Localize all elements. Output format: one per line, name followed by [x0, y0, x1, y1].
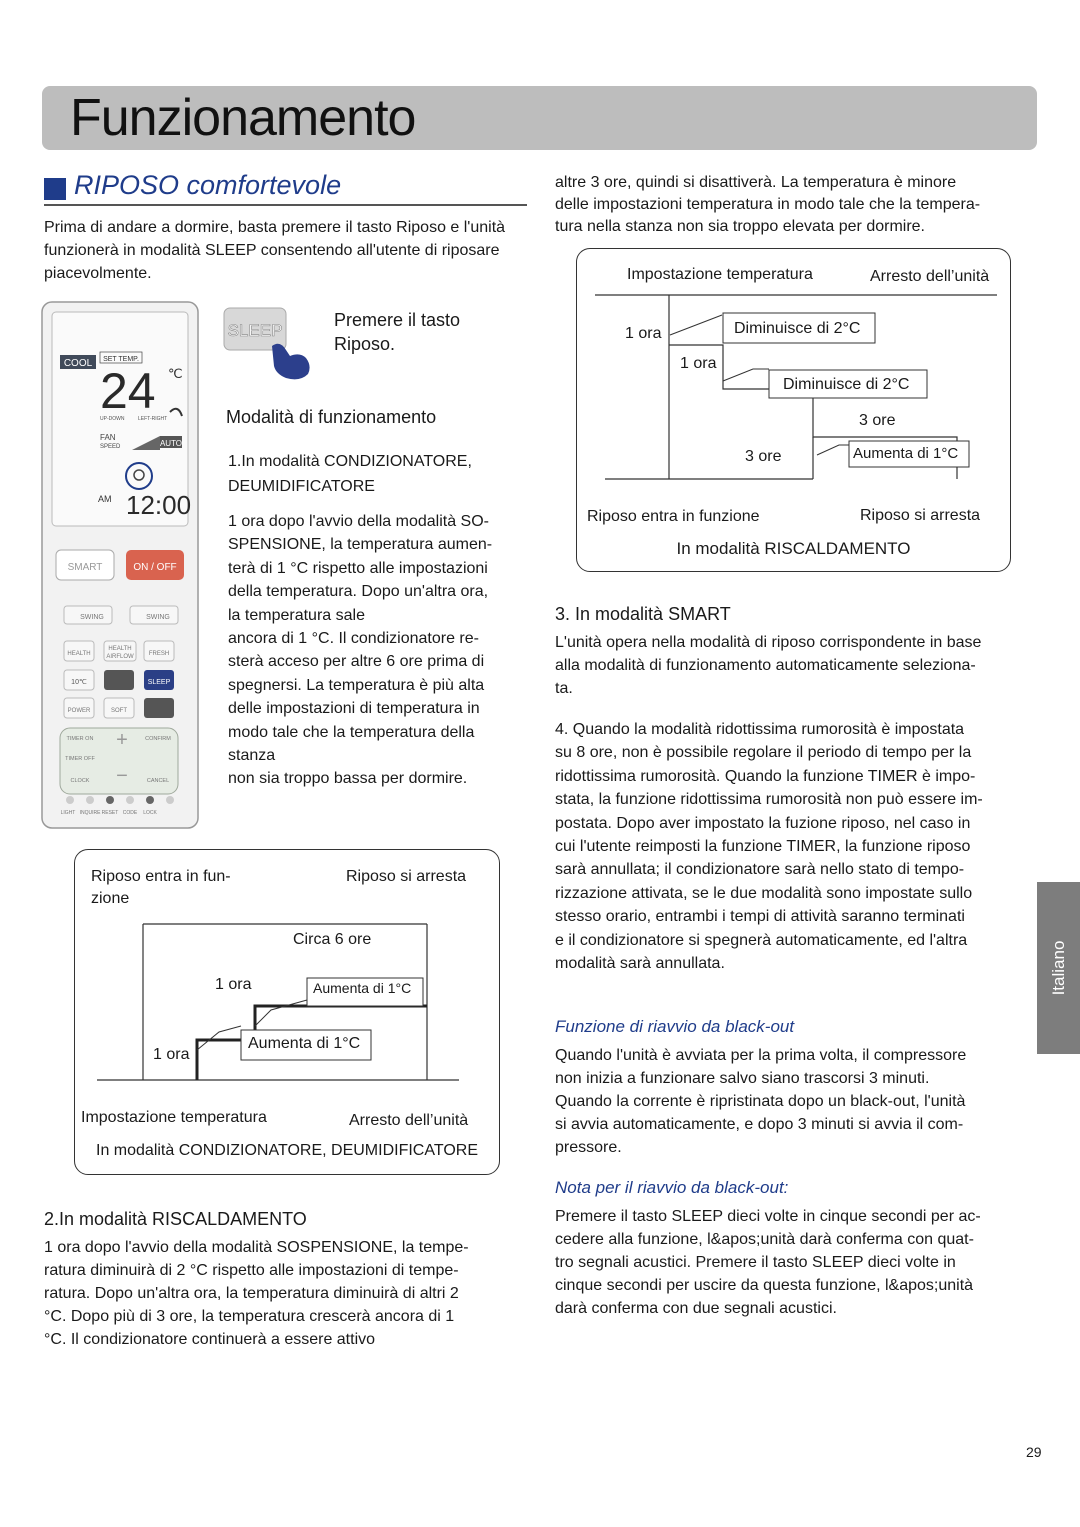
mode-text: COOL — [64, 358, 93, 369]
page-header-banner: Funzionamento — [42, 86, 1037, 150]
svg-text:SWING: SWING — [80, 614, 104, 621]
svg-text:℃: ℃ — [168, 366, 183, 381]
restart-body: Quando l'unità è avviata per la prima vo… — [555, 1047, 967, 1156]
cool-mode-diagram: Riposo entra in fun- zione Riposo si arr… — [74, 849, 500, 1175]
page-title: Funzionamento — [70, 89, 416, 147]
pointing-hand-icon — [272, 343, 310, 380]
language-side-tab: Italiano — [1037, 882, 1080, 1054]
heat-mode-diagram: Impostazione temperatura Arresto dell’un… — [576, 248, 1011, 572]
svg-text:FAN: FAN — [100, 433, 116, 442]
press-instruction-line1: Premere il tasto — [334, 310, 461, 330]
smart-button-label: SMART — [68, 562, 103, 573]
svg-text:HEALTH: HEALTH — [67, 651, 90, 657]
sleep-key-illustration: SLEEP — [223, 307, 310, 380]
section-rule — [44, 204, 527, 206]
mode1-title-line2: DEUMIDIFICATORE — [228, 478, 375, 495]
svg-text:TIMER ON: TIMER ON — [67, 736, 94, 742]
svg-text:AUTO: AUTO — [160, 439, 182, 448]
temperature-display: 24 — [100, 363, 156, 419]
svg-text:CANCEL: CANCEL — [147, 778, 169, 784]
section-marker — [44, 178, 66, 200]
svg-text:INQUIRE: INQUIRE — [80, 810, 102, 816]
svg-text:SWING: SWING — [146, 614, 170, 621]
svg-text:RESET: RESET — [102, 810, 119, 816]
svg-text:CONFIRM: CONFIRM — [145, 736, 171, 742]
mode4-body: 4. Quando la modalità ridottissima rumor… — [555, 721, 983, 973]
language-label: Italiano — [1048, 940, 1068, 996]
clock-display: 12:00 — [126, 490, 191, 520]
sleep-indicator-icon — [125, 462, 153, 490]
mode1-title-line1: 1.In modalità CONDIZIONATORE, — [228, 453, 472, 470]
press-instruction-line2: Riposo. — [334, 334, 396, 354]
svg-text:POWER: POWER — [68, 708, 91, 714]
restart-note-title: Nota per il riavvio da black-out: — [555, 1178, 789, 1197]
sleep-key-label: SLEEP — [228, 321, 283, 340]
svg-text:−: − — [116, 765, 128, 787]
mode2-body: 1 ora dopo l'avvio della modalità SOSPEN… — [44, 1239, 469, 1348]
section-title: RIPOSO comfortevole — [74, 170, 342, 200]
svg-text:CLOCK: CLOCK — [71, 778, 90, 784]
svg-text:SLEEP: SLEEP — [148, 679, 171, 686]
svg-text:AM: AM — [98, 494, 112, 504]
page-number: 29 — [1026, 1444, 1042, 1460]
svg-text:LIGHT: LIGHT — [61, 810, 76, 816]
section-intro: Prima di andare a dormire, basta premere… — [44, 219, 506, 282]
onoff-button-label: ON / OFF — [133, 562, 176, 573]
mode1-body: 1 ora dopo l'avvio della modalità SO- SP… — [228, 513, 493, 788]
restart-title: Funzione di riavvio da black-out — [555, 1017, 795, 1036]
svg-text:AIRFLOW: AIRFLOW — [106, 654, 134, 660]
svg-text:10℃: 10℃ — [71, 679, 87, 686]
svg-text:HEALTH: HEALTH — [108, 646, 131, 652]
right-intro: altre 3 ore, quindi si disattiverà. La t… — [555, 174, 981, 235]
svg-text:UP-DOWN: UP-DOWN — [100, 416, 125, 422]
svg-text:LOCK: LOCK — [143, 810, 157, 816]
mode2-title: 2.In modalità RISCALDAMENTO — [44, 1209, 307, 1229]
mode-badge — [60, 355, 96, 369]
mode3-body: L'unità opera nella modalità di riposo c… — [555, 634, 982, 697]
svg-text:+: + — [116, 729, 128, 751]
svg-text:TIMER OFF: TIMER OFF — [65, 756, 95, 762]
svg-text:SPEED: SPEED — [100, 444, 121, 450]
restart-note-body: Premere il tasto SLEEP dieci volte in ci… — [555, 1208, 981, 1317]
svg-text:FRESH: FRESH — [149, 651, 169, 657]
svg-text:LEFT-RIGHT: LEFT-RIGHT — [138, 416, 167, 422]
svg-text:CODE: CODE — [123, 810, 138, 816]
mode3-title: 3. In modalità SMART — [555, 604, 731, 624]
svg-text:SET TEMP.: SET TEMP. — [103, 356, 139, 363]
svg-text:SOFT: SOFT — [111, 708, 127, 714]
remote-control-illustration: COOL SET TEMP. 24 ℃ UP-DOWN LEFT-RIGHT F… — [41, 301, 199, 829]
modes-heading: Modalità di funzionamento — [226, 407, 437, 427]
